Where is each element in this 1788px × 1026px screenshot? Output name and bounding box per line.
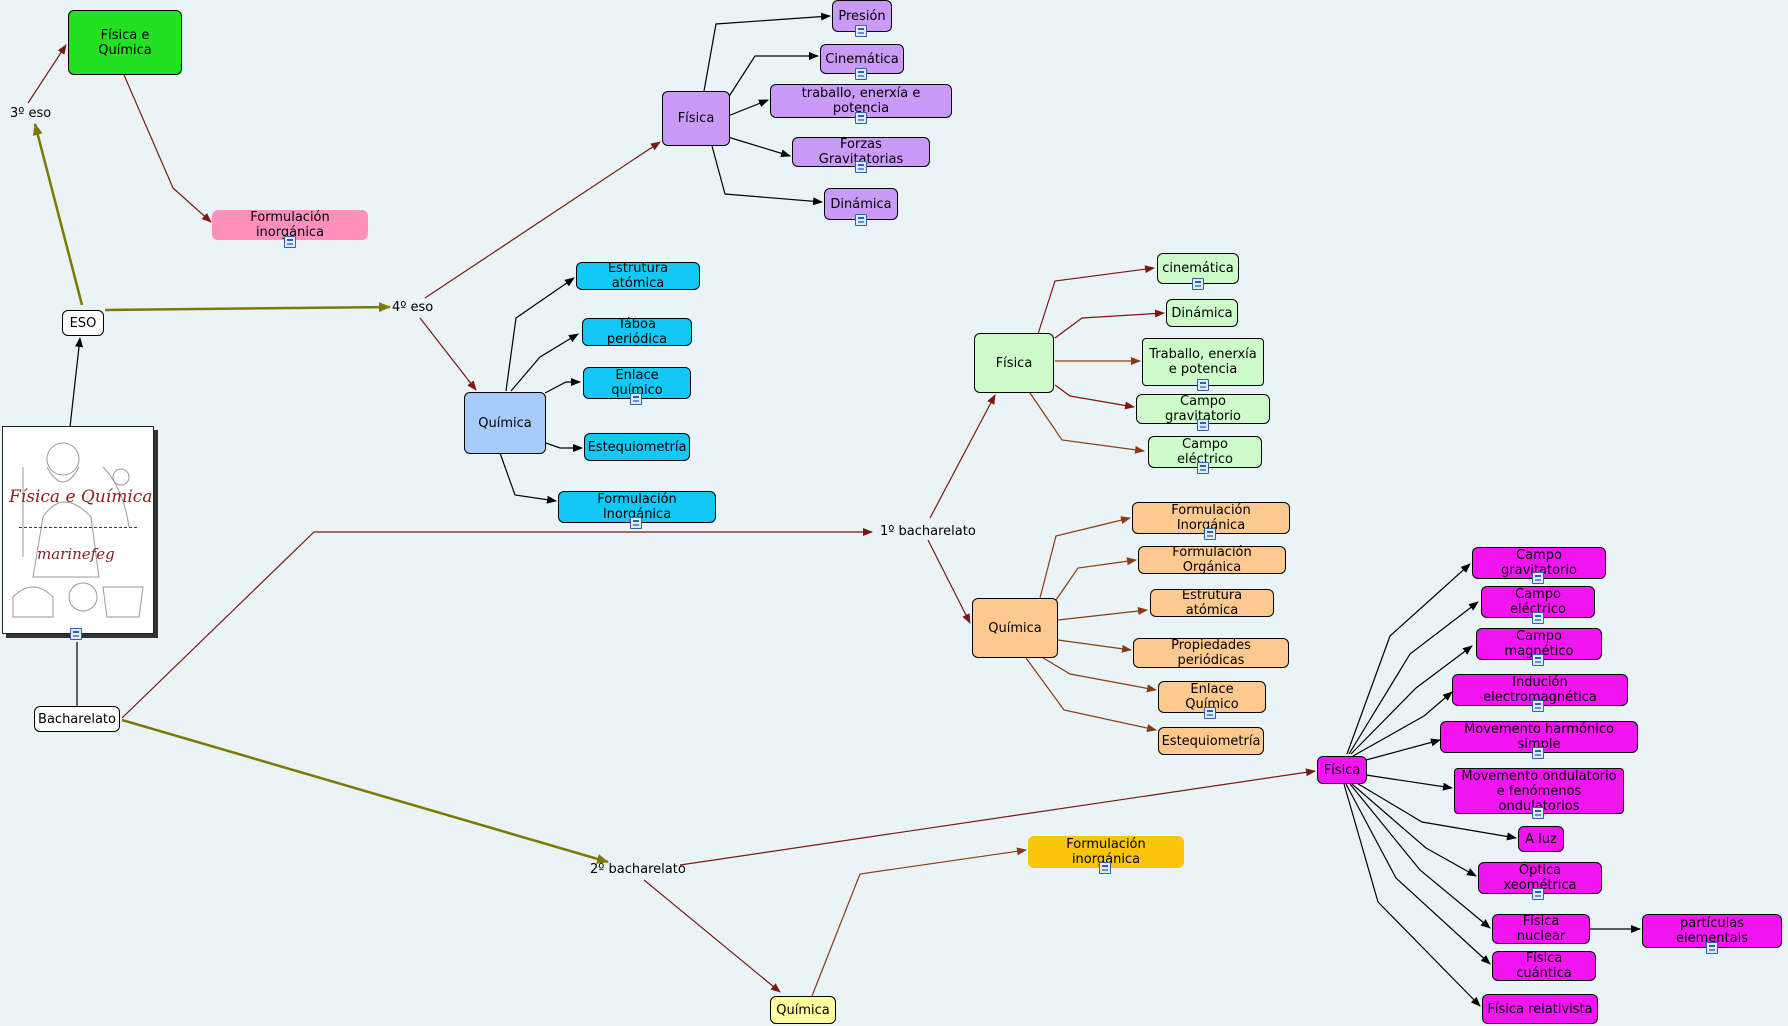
cover-image[interactable]: Física e Química marinefeg [2,426,154,634]
resource-icon[interactable] [1197,419,1209,431]
resource-icon[interactable] [1532,888,1544,900]
resource-icon[interactable] [1204,528,1216,540]
node-3-eso[interactable]: 3º eso [10,106,52,121]
resource-icon[interactable] [284,236,296,248]
node-4-eso[interactable]: 4º eso [392,300,434,315]
resource-icon[interactable] [1532,572,1544,584]
resource-icon[interactable] [855,25,867,37]
resource-icon[interactable] [1197,462,1209,474]
node-a-luz[interactable]: A luz [1518,826,1564,852]
node-formulacion-inorganica-3eso[interactable]: Formulación inorgánica [212,210,368,240]
node-estequiometria-1bach[interactable]: Estequiometría [1158,727,1264,755]
node-quimica-1bach[interactable]: Química [972,598,1058,658]
cover-title: Física e Química [9,487,153,507]
resource-icon[interactable] [855,161,867,173]
node-1-bacharelato[interactable]: 1º bacharelato [880,524,976,539]
node-estequiometria-4eso[interactable]: Estequiometría [584,433,690,461]
resource-icon[interactable] [1532,654,1544,666]
resource-icon[interactable] [1532,700,1544,712]
resource-icon[interactable] [855,112,867,124]
node-fisica-4eso[interactable]: Física [662,91,730,146]
resource-icon[interactable] [1197,379,1209,391]
node-fisica-1bach[interactable]: Física [974,333,1054,393]
node-quimica-4eso[interactable]: Química [464,392,546,454]
node-eso[interactable]: ESO [62,310,104,336]
resource-icon[interactable] [630,393,642,405]
cover-divider [19,527,137,528]
node-estrutura-atomica-4eso[interactable]: Estrutura atómica [576,261,700,291]
resource-icon[interactable] [1706,942,1718,954]
resource-icon[interactable] [855,214,867,226]
node-dinamica-1bach[interactable]: Dinámica [1166,299,1238,327]
resource-icon[interactable] [1204,707,1216,719]
node-movemento-harmonico-simple[interactable]: Movemento harmónico simple [1440,721,1638,753]
node-propiedades-periodicas[interactable]: Propiedades periódicas [1133,638,1289,668]
resource-icon[interactable] [1532,612,1544,624]
node-traballo-4eso[interactable]: traballo, enerxía e potencia [770,84,952,118]
node-traballo-1bach[interactable]: Traballo, enerxía e potencia [1142,338,1264,386]
resource-icon[interactable] [855,68,867,80]
node-fisica-cuantica[interactable]: Física cuántica [1492,951,1596,981]
resource-icon[interactable] [1099,862,1111,874]
node-formulacion-inorganica-1bach[interactable]: Formulación Inorgánica [1132,502,1290,534]
cover-author: marinefeg [37,545,115,563]
resource-icon[interactable] [70,628,82,640]
node-taboa-periodica[interactable]: Táboa periódica [582,317,692,347]
node-fisica-2bach[interactable]: Física [1317,756,1367,784]
node-formulacion-organica-1bach[interactable]: Formulación Orgánica [1138,545,1286,575]
node-2-bacharelato[interactable]: 2º bacharelato [590,862,686,877]
node-enlace-quimico-1bach[interactable]: Enlace Químico [1158,681,1266,713]
node-fisica-relativista[interactable]: Física relativista [1482,994,1598,1024]
resource-icon[interactable] [630,517,642,529]
resource-icon[interactable] [1532,747,1544,759]
node-fisica-e-quimica[interactable]: Física e Química [68,10,182,75]
resource-icon[interactable] [1532,807,1544,819]
resource-icon[interactable] [1192,278,1204,290]
node-fisica-nuclear[interactable]: Física nuclear [1492,914,1590,944]
node-quimica-2bach[interactable]: Química [770,996,836,1024]
node-estrutura-atomica-1bach[interactable]: Estrutura atómica [1150,588,1274,618]
cover-illustration [12,442,144,618]
node-bacharelato[interactable]: Bacharelato [34,706,120,732]
